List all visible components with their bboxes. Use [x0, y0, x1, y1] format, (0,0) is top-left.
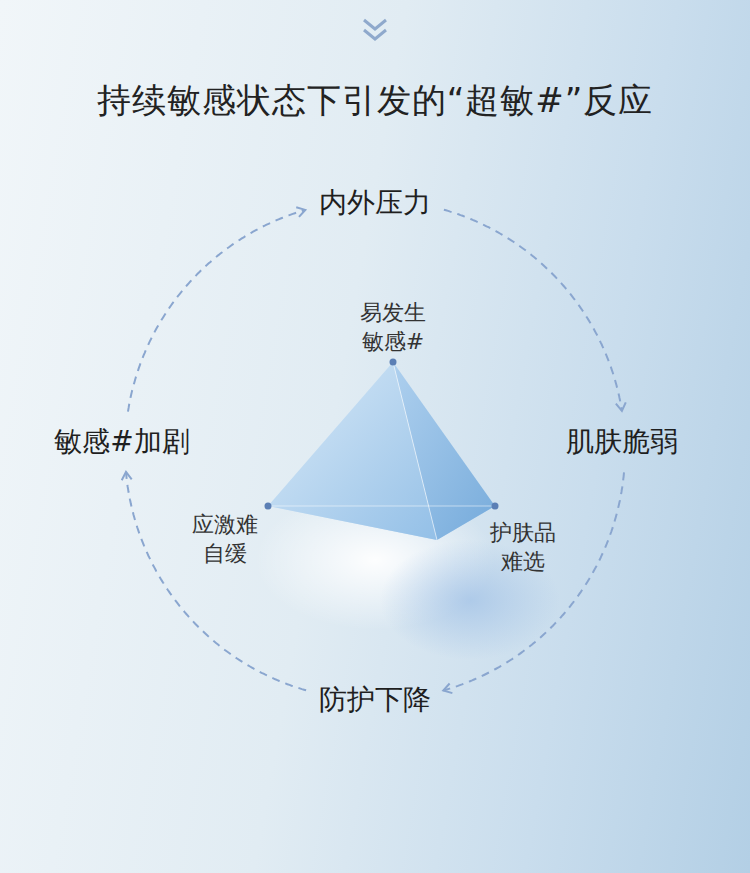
- cycle-step: 内外压力: [315, 182, 435, 224]
- step-text: 防护下降: [319, 683, 431, 716]
- cycle-arrow: [128, 210, 305, 412]
- chevron-icon: [364, 20, 386, 39]
- step-text: 肌肤脆弱: [566, 425, 678, 458]
- cycle-arrow: [444, 210, 622, 411]
- cycle-step: 防护下降: [315, 679, 435, 721]
- cycle-step: 肌肤脆弱: [562, 421, 682, 463]
- cycle-step: 敏感#加剧: [50, 421, 193, 463]
- pyramid: [265, 359, 499, 541]
- cycle-arrow: [443, 472, 624, 690]
- step-text: 敏感#加剧: [54, 425, 189, 458]
- vertex-label: 易发生 敏感#: [357, 299, 430, 356]
- vertex-label: 护肤品 难选: [487, 519, 560, 576]
- cycle-arrow: [126, 472, 306, 691]
- title: 持续敏感状态下引发的“超敏#”反应: [0, 78, 750, 124]
- vertex-label: 应激难 自缓: [189, 511, 262, 568]
- step-text: 内外压力: [319, 186, 431, 219]
